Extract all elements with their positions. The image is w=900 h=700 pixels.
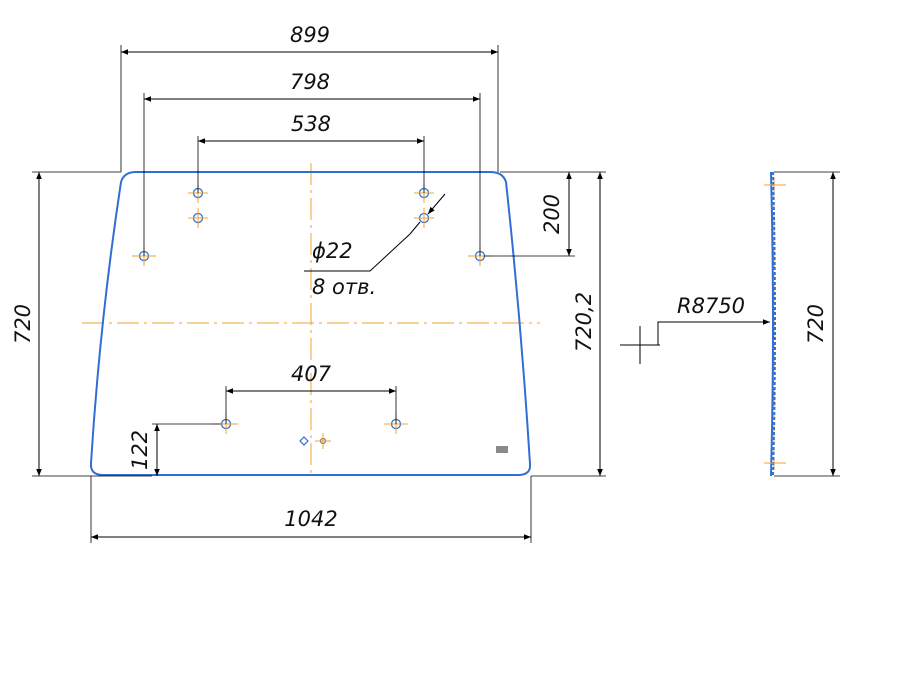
dim-label-right-height: 720,2: [572, 292, 596, 352]
dim-label-side-height: 720: [804, 304, 828, 344]
dimension-200: 200: [484, 172, 575, 257]
dim-label-bottom-holes: 407: [291, 362, 332, 386]
side-view: 720 R8750: [620, 171, 840, 477]
dim-label-bottom-width: 1042: [284, 507, 337, 531]
radius-label: R8750: [677, 294, 745, 318]
radius-callout: R8750: [620, 294, 770, 364]
dim-label-left-height: 720: [11, 304, 35, 344]
dimension-1042: 1042: [90, 476, 532, 543]
dim-label-hole-offset-bottom: 122: [128, 430, 152, 470]
hole-callout: ϕ22 8 отв.: [304, 193, 446, 299]
hole-count-label: 8 отв.: [312, 275, 376, 299]
dimension-538: 538: [197, 112, 425, 193]
hole: [414, 208, 434, 228]
dimension-720-side: 720: [774, 171, 840, 477]
dimension-122: 122: [91, 423, 221, 477]
glass-outline: [89, 171, 532, 476]
side-profile-outer: [772, 171, 776, 477]
hole: [188, 208, 208, 228]
dimension-407: 407: [225, 362, 397, 424]
dimension-798: 798: [143, 70, 481, 256]
mounting-holes: [132, 183, 492, 434]
dimension-899: 899: [120, 23, 499, 172]
dim-label-hole-offset-top: 200: [540, 194, 564, 234]
dim-label-outer-holes: 798: [290, 70, 330, 94]
diamond-marker: [299, 436, 309, 446]
center-mark: [315, 433, 331, 449]
side-profile-inner: [770, 171, 774, 477]
dimension-720-left: 720: [11, 171, 121, 477]
dim-label-inner-holes: 538: [291, 112, 331, 136]
dimension-720-2-right: 720,2: [500, 171, 606, 477]
hole-diameter-label: ϕ22: [312, 239, 353, 263]
manufacturer-marker: [496, 446, 508, 453]
dim-label-top-width: 899: [290, 23, 330, 47]
